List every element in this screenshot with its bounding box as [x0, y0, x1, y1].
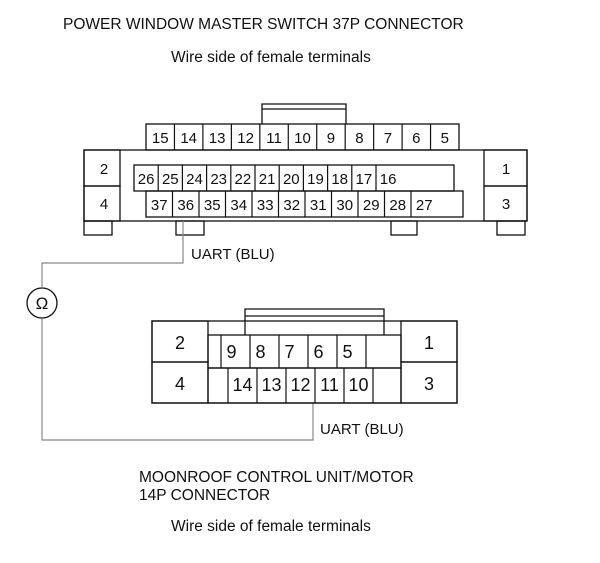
bottom-uart-wire	[41, 319, 314, 441]
pin-number: 1	[424, 333, 434, 353]
pin-number: 11	[320, 375, 339, 395]
pin-number: 10	[294, 130, 311, 147]
top-uart-wire-label: UART (BLU)	[191, 246, 275, 263]
bottom-connector-title-line1: MOONROOF CONTROL UNIT/MOTOR	[139, 469, 414, 486]
pin-number: 26	[138, 171, 155, 188]
pin-number: 31	[310, 197, 327, 214]
pin-number: 17	[356, 171, 373, 188]
pin-number: 19	[307, 171, 324, 188]
top-connector-title: POWER WINDOW MASTER SWITCH 37P CONNECTOR	[63, 16, 464, 33]
pin-number: 2	[175, 333, 185, 353]
pin-number: 5	[342, 342, 352, 362]
bottom-connector-subtitle: Wire side of female terminals	[171, 518, 371, 535]
pin-number: 11	[266, 130, 282, 147]
pin-number: 32	[283, 197, 300, 214]
pin-number: 5	[441, 130, 449, 147]
ohmmeter-circle	[26, 287, 58, 319]
pin-number: 14	[180, 130, 197, 147]
pin-number: 4	[100, 196, 108, 213]
pin-number: 23	[210, 171, 227, 188]
pin-number: 35	[204, 197, 221, 214]
top-uart-wire	[41, 221, 184, 287]
pin-number: 22	[235, 171, 252, 188]
pin-number: 12	[290, 375, 310, 395]
ohmmeter-symbol: Ω	[36, 294, 49, 313]
pin-number: 3	[424, 374, 434, 394]
bottom-connector-title-line2: 14P CONNECTOR	[139, 487, 271, 504]
pin-number: 9	[327, 130, 335, 147]
pin-number: 29	[363, 197, 380, 214]
pin-number: 25	[162, 171, 179, 188]
pin-number: 14	[232, 375, 252, 395]
pin-number: 20	[283, 171, 300, 188]
pin-number: 8	[355, 130, 363, 147]
pin-number: 6	[412, 130, 420, 147]
pin-number: 6	[313, 342, 323, 362]
pin-number: 13	[209, 130, 226, 147]
pin-number: 15	[152, 130, 169, 147]
pin-number: 33	[257, 197, 274, 214]
pin-number: 4	[175, 374, 185, 394]
pin-number: 36	[177, 197, 194, 214]
pin-number: 24	[186, 171, 203, 188]
pin-number: 9	[226, 342, 236, 362]
bottom-uart-wire-label: UART (BLU)	[320, 421, 404, 438]
pin-number: 16	[380, 171, 397, 188]
pin-number: 18	[331, 171, 348, 188]
pin-number: 7	[384, 130, 392, 147]
pin-number: 30	[336, 197, 353, 214]
pin-number: 10	[348, 375, 368, 395]
pin-number: 1	[502, 161, 510, 178]
pin-number: 12	[237, 130, 254, 147]
pin-number: 28	[389, 197, 406, 214]
pin-number: 7	[284, 342, 294, 362]
pin-number: 13	[261, 375, 281, 395]
pin-number: 2	[100, 161, 108, 178]
pin-number: 27	[416, 197, 433, 214]
pin-number: 3	[502, 196, 510, 213]
pin-number: 21	[259, 171, 276, 188]
pin-number: 34	[230, 197, 247, 214]
top-connector-subtitle: Wire side of female terminals	[171, 49, 371, 66]
pin-number: 8	[255, 342, 265, 362]
pin-number: 37	[151, 197, 168, 214]
